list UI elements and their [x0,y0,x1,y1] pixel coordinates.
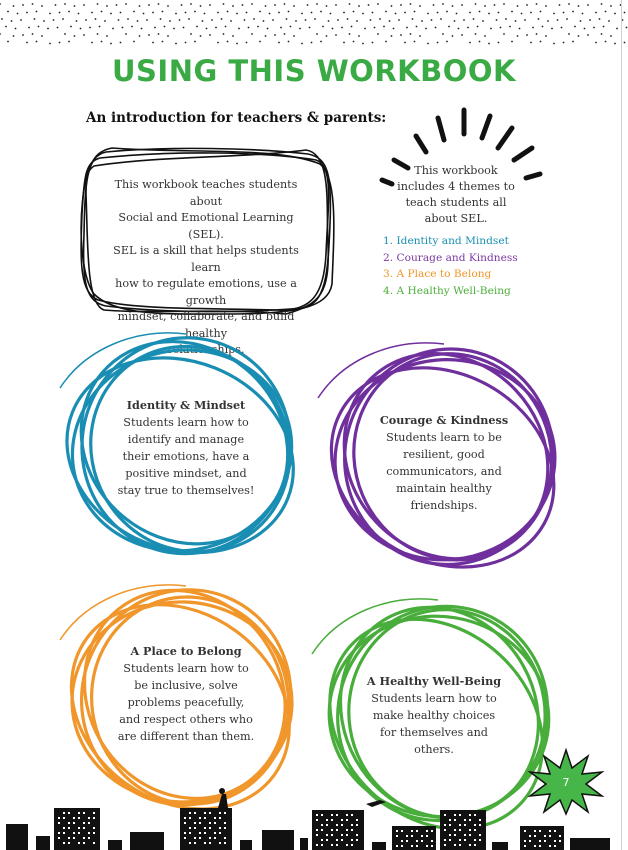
section-line: be inclusive, solve [134,679,238,692]
themes-intro-line: includes 4 themes to [397,180,515,193]
section-title: A Healthy Well-Being [366,674,502,688]
section-line: make healthy choices [372,709,496,722]
section-place-to-belong: A Place to Belong Students learn how to … [96,643,276,745]
themes-intro-line: teach students all [405,196,507,209]
page-number-burst-badge [527,747,605,816]
scribble-circle-courage [317,342,557,569]
theme-item: 4. A Healthy Well-Being [383,284,511,297]
section-line: problems peacefully, [127,696,245,709]
section-line: for themselves and [380,726,488,739]
city-skyline-decoration [6,788,610,850]
section-healthy-wellbeing: A Healthy Well-Being Students learn how … [344,673,524,758]
themes-intro-line: This workbook [414,164,498,177]
scribble-box-frame [80,147,335,315]
section-line: positive mindset, and [125,467,247,480]
section-line: are different than them. [117,730,255,743]
intro-heading: An introduction for teachers & parents: [86,110,387,126]
intro-box-line: This workbook teaches students about [114,178,298,208]
theme-item: 3. A Place to Belong [383,268,492,280]
section-line: Students learn how to [123,416,249,429]
intro-box-line: SEL is a skill that helps students learn [113,244,299,274]
section-title: Identity & Mindset [126,398,246,412]
section-line: Students learn how to [123,662,249,675]
section-identity-mindset: Identity & Mindset Students learn how to… [96,397,276,499]
section-line: identify and manage [127,433,245,446]
scribble-circle-wellbeing [311,598,551,831]
section-line: others. [414,743,454,756]
themes-intro: This workbook includes 4 themes to teach… [396,163,516,227]
section-courage-kindness: Courage & Kindness Students learn to be … [354,412,534,514]
section-line: maintain healthy [396,482,492,495]
section-line: Students learn how to [371,692,497,705]
section-line: and respect others who [119,713,253,726]
section-line: their emotions, have a [122,450,250,463]
section-title: Courage & Kindness [379,413,509,427]
themes-intro-line: about SEL. [424,212,488,225]
burst-lines-decoration [379,107,543,187]
section-title: A Place to Belong [130,644,242,658]
section-line: friendships. [410,499,478,512]
dotted-header-pattern [0,3,628,45]
page-title: USING THIS WORKBOOK [111,54,517,88]
page-edge-line [621,0,622,850]
page-number: 7 [562,776,570,789]
section-line: resilient, good [403,448,485,461]
section-line: communicators, and [386,465,502,478]
scribble-circle-identity [59,332,295,556]
theme-item: 2. Courage and Kindness [383,251,518,264]
intro-box-line: mindset, collaborate, and build healthy [117,310,295,340]
themes-list: 1. Identity and Mindset 2. Courage and K… [383,233,518,299]
section-line: stay true to themselves! [117,484,255,497]
intro-box-line: Social and Emotional Learning (SEL). [118,211,294,241]
section-line: Students learn to be [386,431,502,444]
theme-item: 1. Identity and Mindset [383,235,509,247]
scribble-circle-belong [59,584,294,811]
intro-box-line: how to regulate emotions, use a growth [115,277,297,307]
